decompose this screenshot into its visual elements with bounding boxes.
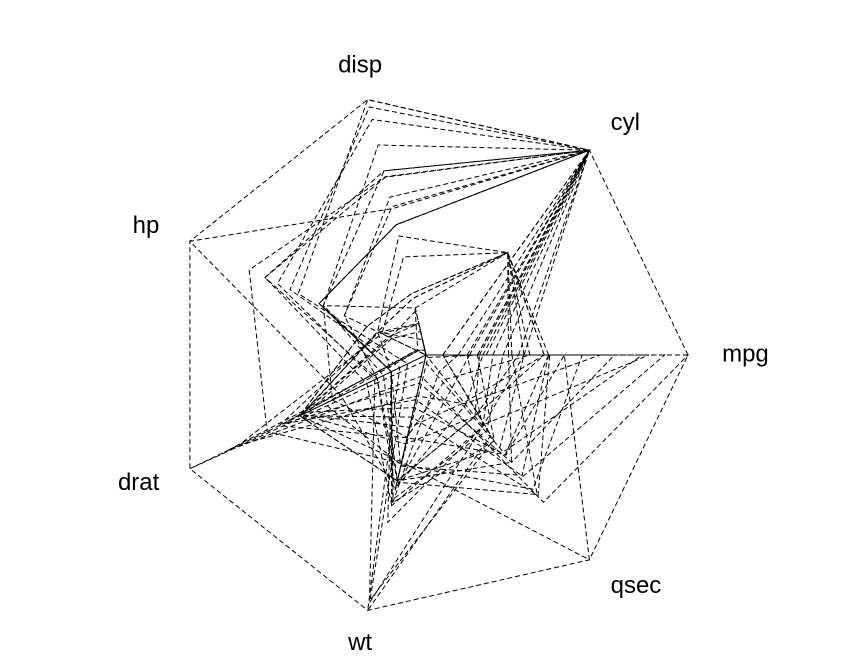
series-polygon-32: [278, 322, 550, 456]
series-polygon-15: [297, 99, 591, 601]
series-polygon-19: [189, 352, 644, 470]
series-polygon-7: [264, 149, 591, 491]
axis-label-wt: wt: [347, 629, 372, 656]
series-polygon-4: [377, 235, 550, 476]
series-polygon-11: [298, 251, 513, 482]
axis-label-cyl: cyl: [611, 109, 640, 136]
series-polygon-20: [224, 350, 690, 504]
series-polygon-24: [264, 149, 591, 508]
series-polygon-17: [276, 118, 591, 605]
axis-labels: mpg cyl disp hp drat wt qsec: [118, 52, 769, 656]
series-polygon-31: [188, 149, 591, 491]
series-polygon-1: [301, 251, 545, 428]
axis-label-drat: drat: [118, 469, 160, 496]
series-polygon-30: [322, 251, 531, 438]
series-polygon-3: [306, 330, 566, 456]
series-polygon-14: [318, 149, 591, 504]
series-polygon-28: [299, 331, 650, 426]
axis-label-hp: hp: [133, 212, 160, 239]
series-polygon-16: [289, 106, 591, 611]
series-polygon-10: [298, 251, 525, 482]
axis-label-disp: disp: [338, 52, 382, 79]
series-polygon-26: [282, 349, 616, 463]
axis-label-mpg: mpg: [722, 340, 769, 367]
series-polygon-8: [323, 306, 583, 490]
radar-series-group: [188, 99, 690, 611]
axis-label-qsec: qsec: [611, 572, 662, 599]
series-polygon-29: [248, 149, 591, 464]
series-polygon-25: [322, 144, 591, 507]
series-polygon-5: [322, 149, 591, 482]
series-polygon-22: [343, 149, 591, 489]
